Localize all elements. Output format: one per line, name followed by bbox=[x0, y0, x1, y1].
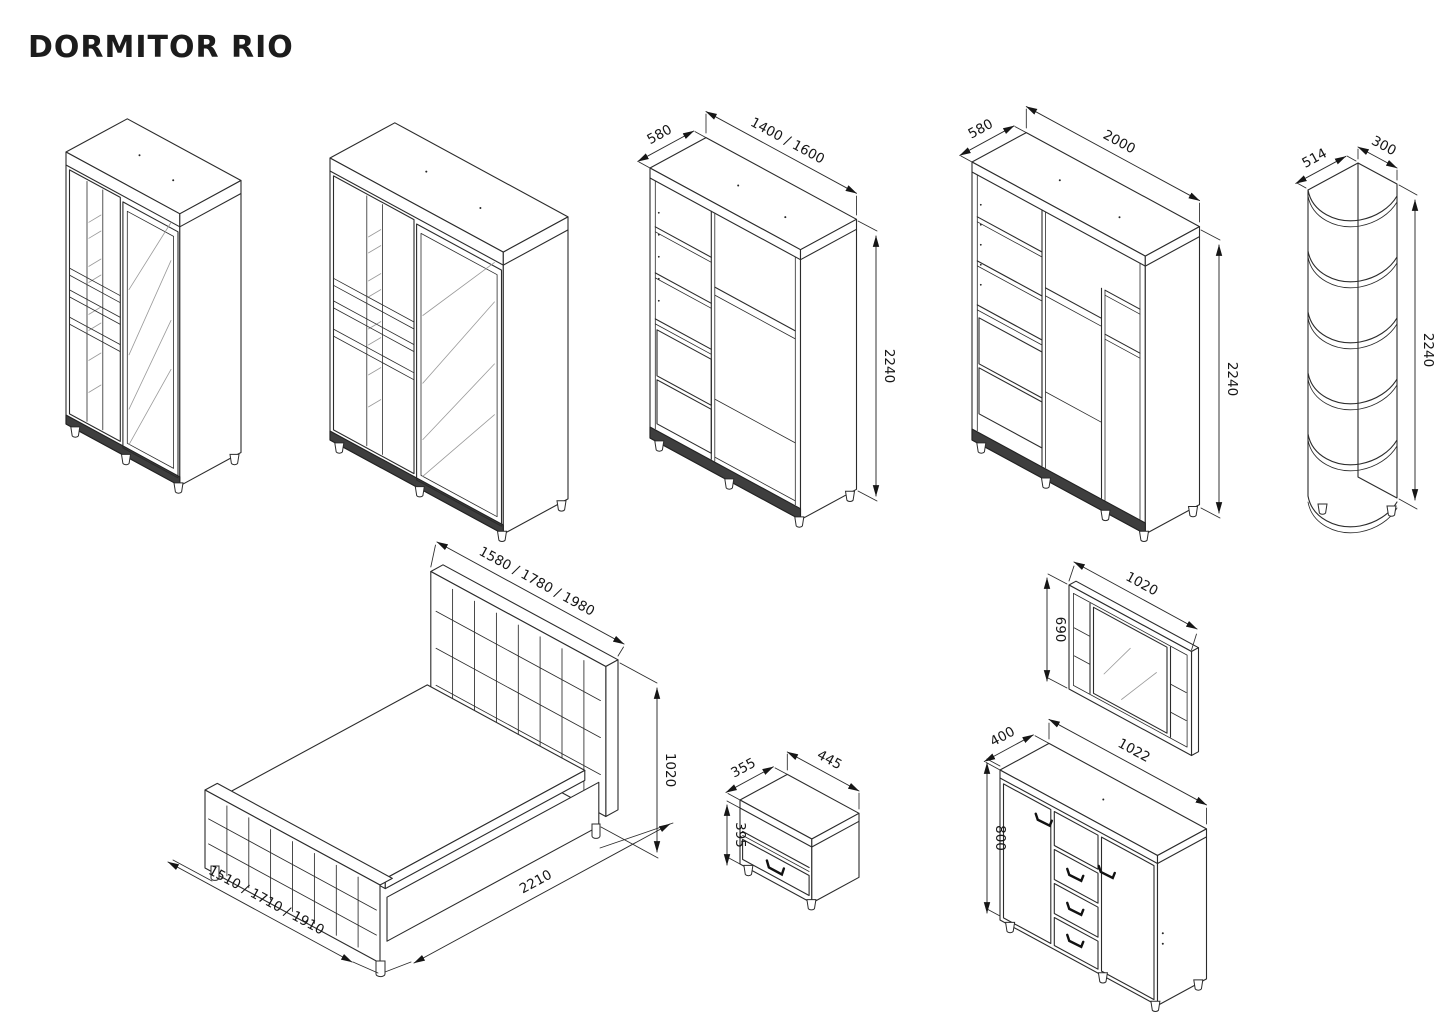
dim-dresser-height: 800 bbox=[992, 825, 1008, 851]
dim-dresser-width: 1022 bbox=[1115, 735, 1153, 765]
dim-wardrobe-open-large-width: 2000 bbox=[1100, 127, 1138, 157]
dim-corner-shelf-height: 2240 bbox=[1420, 333, 1436, 367]
page-title: DORMITOR RIO bbox=[28, 30, 294, 65]
mirror-drawing: 1020 690 bbox=[1043, 561, 1200, 757]
dim-bed-length: 2210 bbox=[517, 867, 555, 897]
dim-mirror-width: 1020 bbox=[1123, 569, 1161, 599]
wardrobe-2-sliding-doors-mirror-drawing bbox=[65, 118, 242, 494]
dim-nightstand-height: 395 bbox=[732, 822, 748, 848]
dim-bed-height: 1020 bbox=[662, 753, 678, 787]
dim-mirror-height: 690 bbox=[1052, 617, 1068, 643]
wardrobe-3-sliding-doors-mirror-drawing bbox=[329, 122, 569, 542]
dim-wardrobe-open-large-height: 2240 bbox=[1224, 362, 1240, 396]
dim-wardrobe-open-small-height: 2240 bbox=[881, 349, 897, 383]
